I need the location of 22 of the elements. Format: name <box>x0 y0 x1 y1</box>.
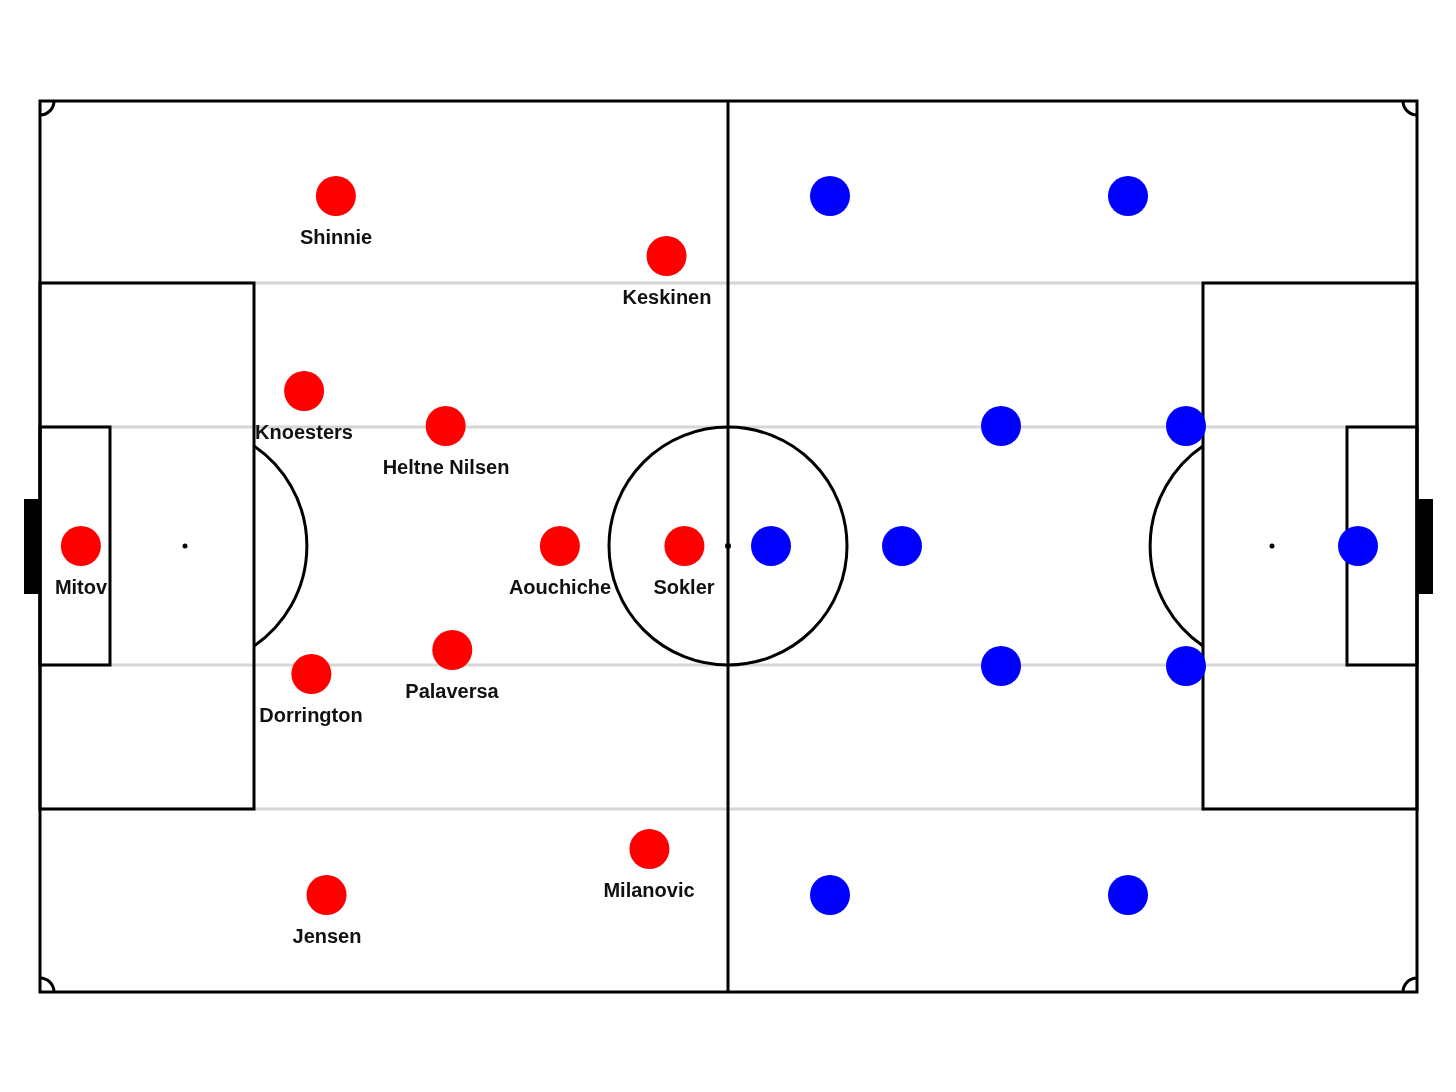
player-name: Keskinen <box>622 286 712 308</box>
player-name: Milanovic <box>603 879 695 901</box>
player-marker <box>882 526 922 566</box>
player-name: Sokler <box>653 576 715 598</box>
player-name: Mitov <box>54 576 108 598</box>
player-name: Heltne Nilsen <box>382 456 510 478</box>
player-marker <box>810 176 850 216</box>
player-marker <box>1166 406 1206 446</box>
player-marker <box>1166 646 1206 686</box>
player-name: Palaversa <box>405 680 499 702</box>
player-name: Jensen <box>292 925 362 947</box>
player-name: Shinnie <box>299 226 373 248</box>
player-marker <box>751 526 791 566</box>
player-marker <box>1108 875 1148 915</box>
player-name: Dorrington <box>259 704 363 726</box>
player-marker <box>1108 176 1148 216</box>
player-marker <box>1338 526 1378 566</box>
player-marker <box>810 875 850 915</box>
player-name: Knoesters <box>255 421 353 443</box>
player-name: Aouchiche <box>508 576 612 598</box>
player-marker <box>981 406 1021 446</box>
player-marker <box>981 646 1021 686</box>
